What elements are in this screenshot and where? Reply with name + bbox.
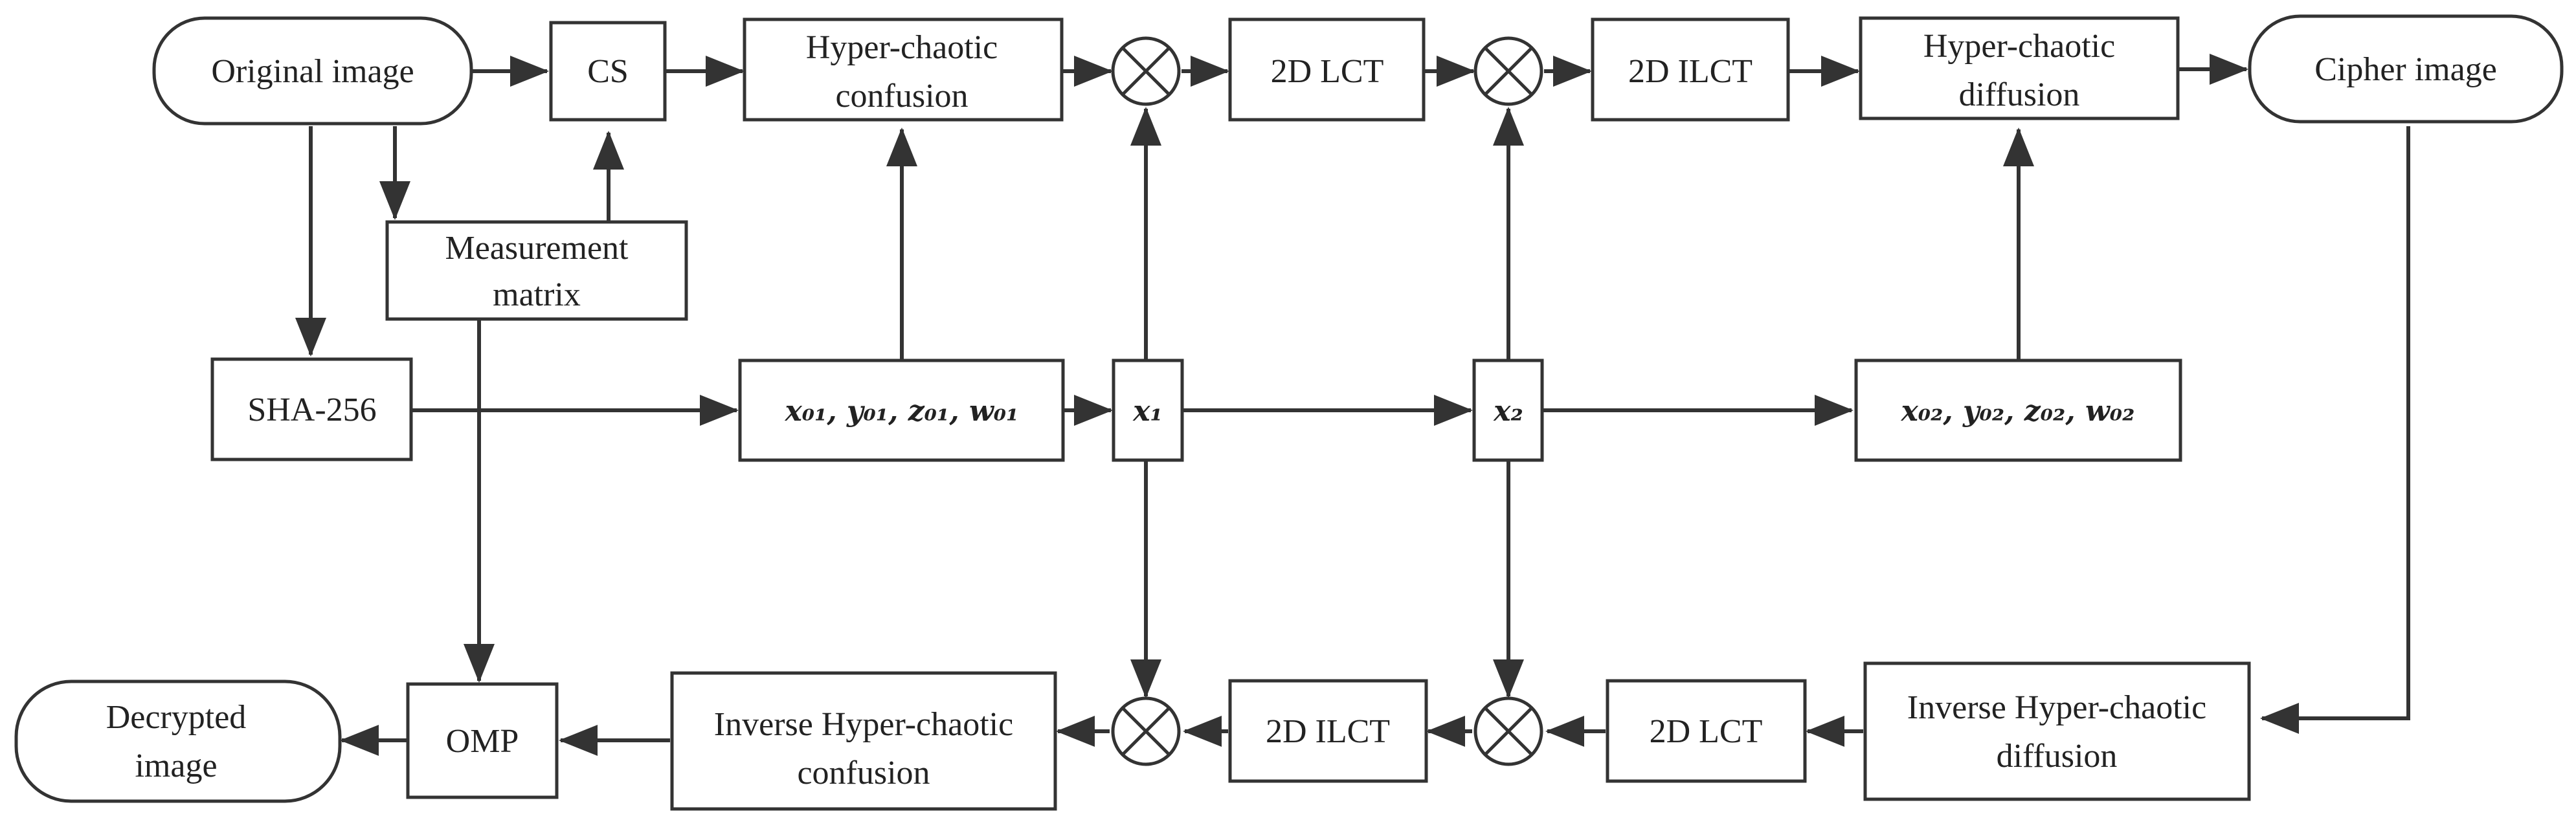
original-image-label: Original image [211, 53, 414, 90]
node-keys-1: x₀₁, y₀₁, z₀₁, w₀₁ [738, 359, 1065, 462]
decrypted-label-line1: Decrypted [106, 699, 247, 736]
diffusion-label-line2: diffusion [1959, 76, 2080, 113]
node-keys-2: x₀₂, y₀₂, z₀₂, w₀₂ [1854, 359, 2182, 462]
ilct-top-label: 2D ILCT [1628, 53, 1753, 90]
confusion-label-line1: Hyper-chaotic [806, 29, 998, 66]
multiply-operator-4 [1473, 696, 1543, 766]
measurement-label-line1: Measurement [445, 230, 629, 267]
multiply-operator-2 [1473, 36, 1543, 106]
measurement-label-line2: matrix [493, 276, 581, 313]
node-2d-lct-bottom: 2D LCT [1606, 679, 1807, 783]
node-original-image: Original image [152, 16, 473, 126]
decrypted-label-line2: image [135, 747, 217, 784]
node-x1: x₁ [1112, 359, 1184, 462]
confusion-label-line2: confusion [835, 78, 968, 115]
node-x2: x₂ [1472, 359, 1544, 462]
x1-label: x₁ [1132, 395, 1163, 428]
inv-confusion-label-line1: Inverse Hyper-chaotic [714, 706, 1013, 743]
node-cs: CS [549, 21, 667, 122]
omp-label: OMP [446, 723, 519, 760]
multiply-operator-3 [1111, 696, 1181, 766]
node-hyper-chaotic-diffusion: Hyper-chaotic diffusion [1859, 16, 2180, 120]
cs-label: CS [587, 53, 629, 90]
sha-label: SHA-256 [247, 392, 376, 428]
node-decrypted-image: Decrypted image [14, 680, 342, 803]
node-2d-ilct-top: 2D ILCT [1591, 17, 1790, 122]
node-sha-256: SHA-256 [210, 357, 413, 461]
node-hyper-chaotic-confusion: Hyper-chaotic confusion [743, 17, 1064, 122]
multiply-operator-1 [1111, 36, 1181, 106]
node-2d-lct-top: 2D LCT [1228, 17, 1426, 122]
x2-label: x₂ [1493, 395, 1523, 428]
inv-diffusion-label-line1: Inverse Hyper-chaotic [1907, 689, 2206, 726]
edges [295, 54, 2410, 756]
lct-top-label: 2D LCT [1271, 53, 1384, 90]
node-inverse-hyper-chaotic-confusion: Inverse Hyper-chaotic confusion [670, 671, 1057, 811]
keys1-label: x₀₁, y₀₁, z₀₁, w₀₁ [785, 395, 1019, 428]
inv-diffusion-label-line2: diffusion [1997, 738, 2118, 775]
node-cipher-image: Cipher image [2248, 14, 2564, 124]
cipher-image-label: Cipher image [2314, 51, 2497, 88]
edge-cipher-to-inv-diffusion [2260, 126, 2410, 734]
inv-confusion-label-line2: confusion [797, 755, 930, 791]
node-2d-ilct-bottom: 2D ILCT [1228, 679, 1428, 783]
ilct-bottom-label: 2D ILCT [1266, 713, 1390, 750]
diffusion-label-line1: Hyper-chaotic [1923, 28, 2115, 65]
node-omp: OMP [406, 682, 559, 799]
node-inverse-hyper-chaotic-diffusion: Inverse Hyper-chaotic diffusion [1863, 661, 2251, 801]
keys2-label: x₀₂, y₀₂, z₀₂, w₀₂ [1901, 395, 2135, 428]
lct-bottom-label: 2D LCT [1650, 713, 1763, 750]
node-measurement-matrix: Measurement matrix [385, 220, 688, 321]
